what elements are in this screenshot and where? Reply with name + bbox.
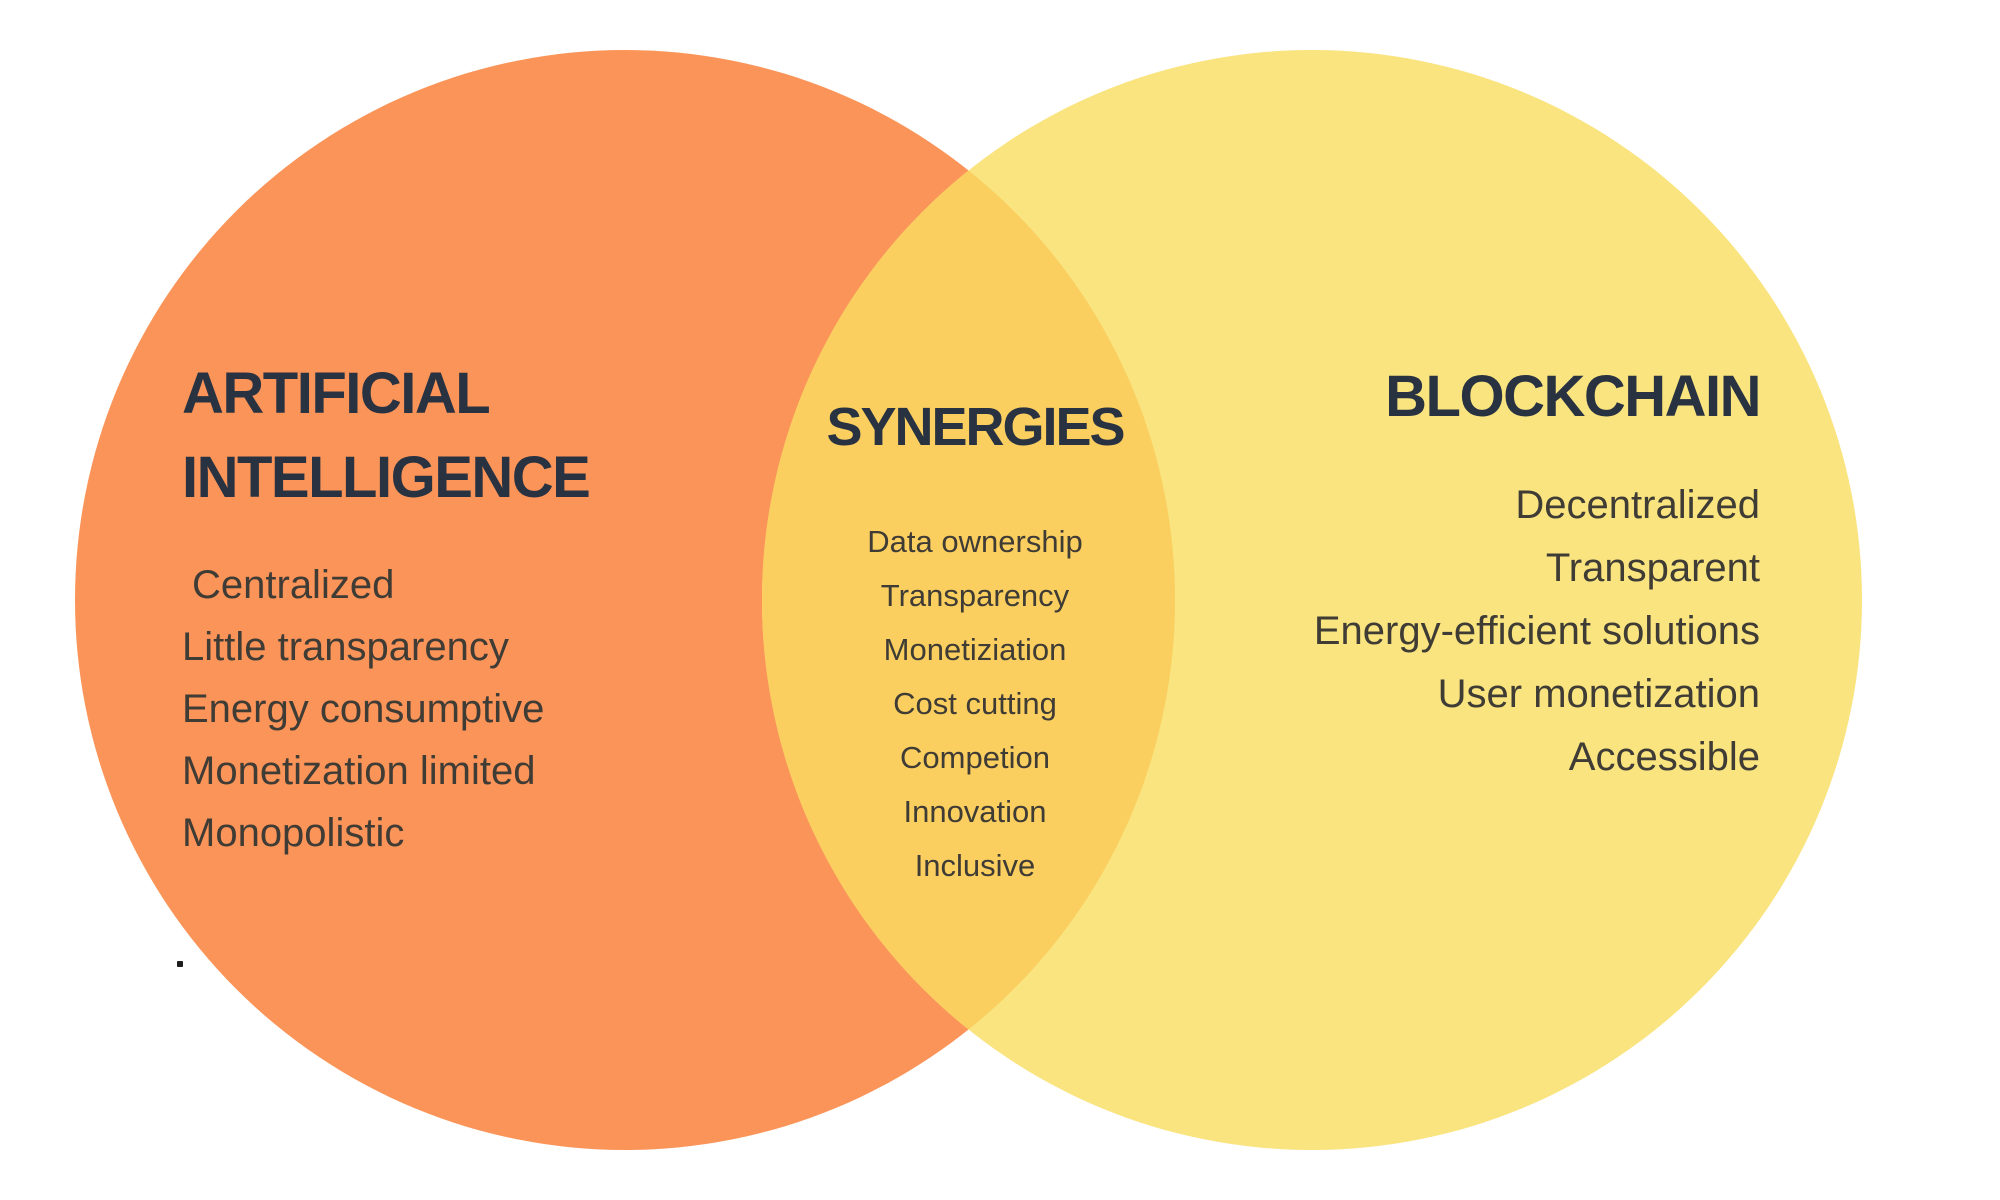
synergy-list-item: Inclusive xyxy=(914,848,1036,883)
stray-dot-artifact xyxy=(177,961,183,967)
ai-list-item: Centralized xyxy=(192,563,395,607)
synergy-list-item: Data ownership xyxy=(867,524,1083,559)
synergy-list-item: Monetiziation xyxy=(883,632,1067,667)
ai-title-line: ARTIFICIAL xyxy=(182,361,491,426)
blockchain-list-item: Transparent xyxy=(1545,546,1760,590)
blockchain-list-item: User monetization xyxy=(1437,672,1760,716)
ai-title-line: INTELLIGENCE xyxy=(182,445,591,510)
ai-list-item: Energy consumptive xyxy=(182,687,545,731)
blockchain-title: BLOCKCHAIN xyxy=(1385,364,1761,429)
blockchain-list-item: Energy-efficient solutions xyxy=(1313,609,1760,653)
ai-title: ARTIFICIAL INTELLIGENCE xyxy=(182,352,591,520)
overlap-lens xyxy=(762,50,1175,1150)
synergies-title: SYNERGIES xyxy=(826,397,1125,457)
ai-list-item: Monopolistic xyxy=(182,811,405,855)
blockchain-list-item: Decentralized xyxy=(1515,483,1760,527)
ai-list-item: Little transparency xyxy=(182,625,509,669)
synergy-list-item: Transparency xyxy=(880,578,1070,613)
synergy-list-item: Innovation xyxy=(903,794,1047,829)
synergy-list-item: Competion xyxy=(900,740,1050,775)
blockchain-list-item: Accessible xyxy=(1568,735,1760,779)
ai-list-item: Monetization limited xyxy=(182,749,536,793)
synergy-list-item: Cost cutting xyxy=(893,686,1057,721)
